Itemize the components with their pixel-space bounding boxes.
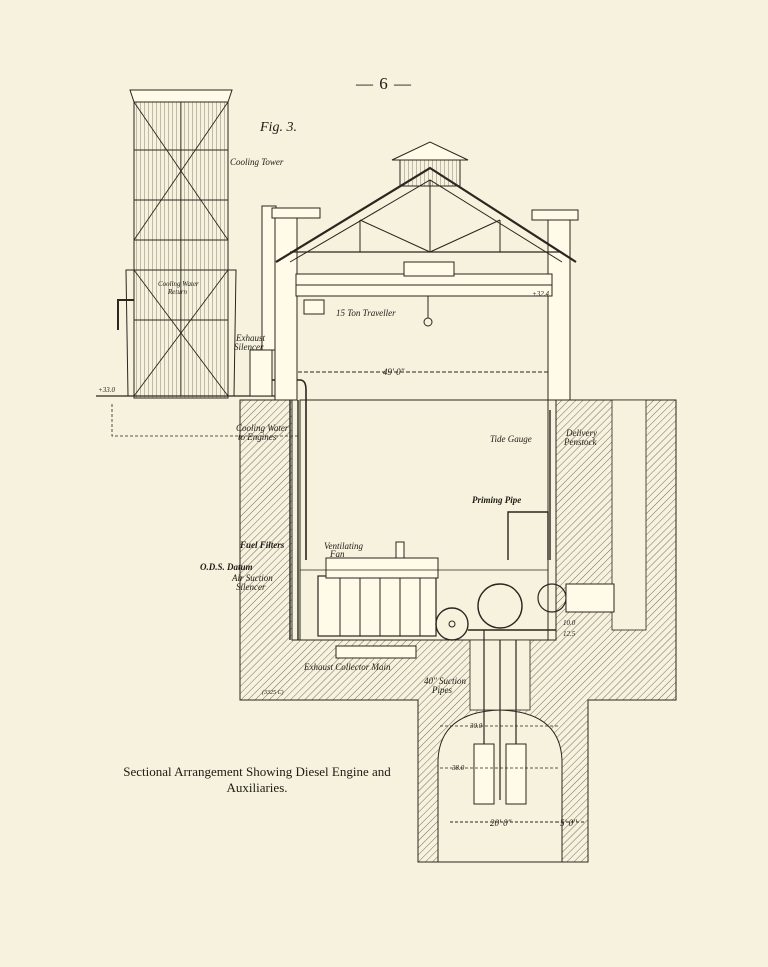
label-level-324: +32.4 [532, 290, 549, 298]
label-traveller: 15 Ton Traveller [336, 308, 396, 318]
label-exhaust-collector: Exhaust Collector Main [303, 662, 391, 672]
pump-assembly [468, 410, 615, 805]
label-level-125: 12.5 [563, 630, 576, 638]
label-level-100: 10.0 [563, 619, 576, 627]
label-air-suction-silencer-2: Silencer [236, 582, 266, 592]
label-ventilating-fan: Ventilating [324, 541, 363, 551]
label-cooling-water-return-2: Return [167, 288, 188, 296]
label-priming-pipe: Priming Pipe [472, 495, 521, 505]
label-cooling-water-return: Cooling Water [158, 280, 199, 288]
label-delivery-penstock-2: Penstock [563, 437, 597, 447]
label-span: 49' 0" [383, 367, 405, 377]
label-exhaust-silencer: Exhaust [235, 333, 265, 343]
label-exhaust-silencer-2: Silencer [234, 342, 264, 352]
label-delivery-penstock: Delivery [565, 428, 597, 438]
label-width-5: 5' 0" [560, 818, 577, 828]
figure-label: Fig. 3. [260, 120, 297, 135]
page-number: — 6 — [356, 74, 412, 93]
label-fuel-filters: Fuel Filters [239, 540, 285, 550]
label-cooling-water-engines: Cooling Water [236, 423, 289, 433]
engine-house [271, 141, 579, 401]
label-level-300: 30.0 [469, 722, 483, 730]
label-cooling-tower: Cooling Tower [230, 157, 284, 167]
label-tide-gauge: Tide Gauge [490, 434, 532, 444]
label-ods-datum: O.D.S. Datum [200, 562, 253, 572]
exhaust-silencer [249, 205, 307, 640]
label-level-380: 38.0 [451, 764, 465, 772]
label-air-suction-silencer: Air Suction [231, 573, 273, 583]
label-suction-pipes-2: Pipes [431, 685, 452, 695]
label-suction-pipes: 40" Suction [424, 676, 467, 686]
label-drawing-ref: (3325 C) [262, 689, 284, 696]
label-cooling-water-engines-2: to Engines [238, 432, 277, 442]
diesel-engine [300, 541, 548, 659]
figure-caption: Sectional Arrangement Showing Diesel Eng… [123, 764, 391, 795]
label-width-20: 20' 0" [490, 818, 512, 828]
label-level-33: +33.0 [98, 386, 115, 394]
label-ventilating-fan-2: Fan [329, 549, 345, 559]
cooling-tower [117, 89, 237, 399]
